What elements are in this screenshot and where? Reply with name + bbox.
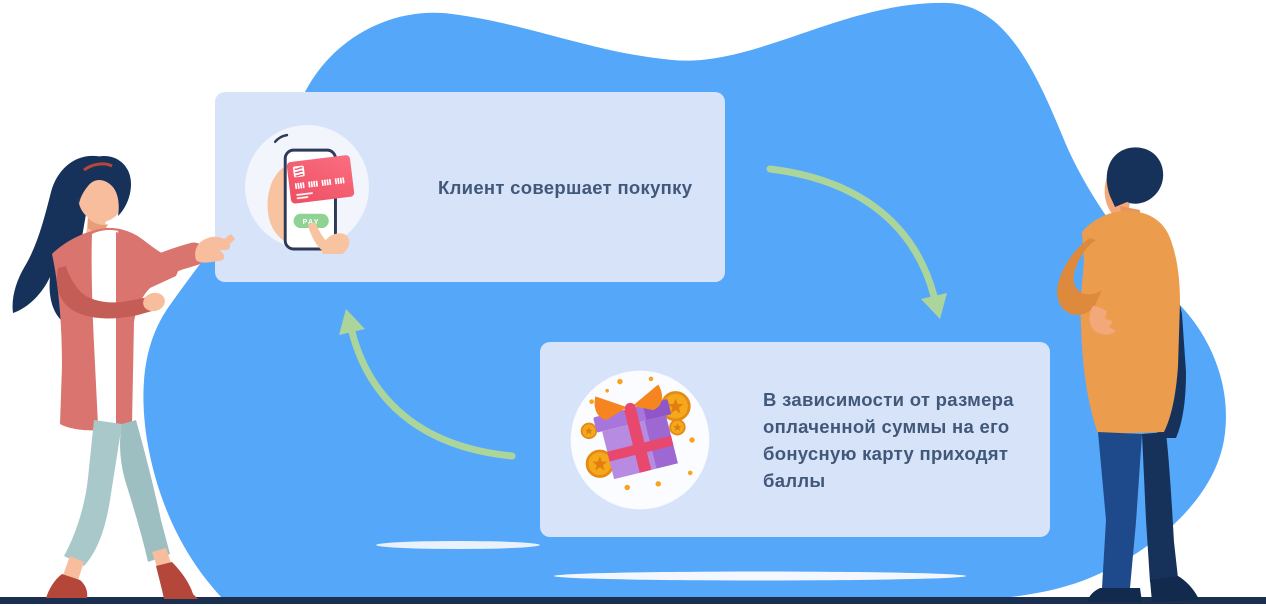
bow-left-loop (594, 395, 628, 420)
bow-right-loop (632, 383, 663, 410)
confetti-dots (589, 376, 695, 490)
step-card-purchase: PAY Клиент совершает покупку (215, 92, 725, 282)
card-number-dashes (294, 177, 345, 190)
motion-arc (273, 133, 289, 144)
ground-line (0, 597, 1266, 604)
gift-points-icon (567, 367, 713, 513)
tapping-hand (307, 222, 350, 254)
arrow-top-to-bottom (766, 165, 947, 319)
step-2-label: В зависимости от размера оплаченной сумм… (763, 388, 1014, 491)
phone-payment-icon: PAY (240, 120, 374, 254)
coin-icon (580, 422, 598, 439)
speed-line-left (376, 541, 540, 549)
speed-line-right (554, 571, 966, 581)
step-card-bonus-points: В зависимости от размера оплаченной сумм… (540, 342, 1050, 537)
arrowhead-down-icon (921, 293, 947, 319)
pay-button: PAY (293, 213, 329, 229)
pay-button-label: PAY (303, 218, 320, 226)
step-1-label: Клиент совершает покупку (438, 176, 693, 198)
bow-knot (624, 402, 636, 414)
credit-card-icon (286, 155, 355, 204)
arrowhead-up-icon (339, 309, 365, 335)
arrow-bottom-to-top (339, 309, 516, 460)
gift-box-icon (593, 383, 678, 479)
coin-icon (669, 418, 686, 435)
